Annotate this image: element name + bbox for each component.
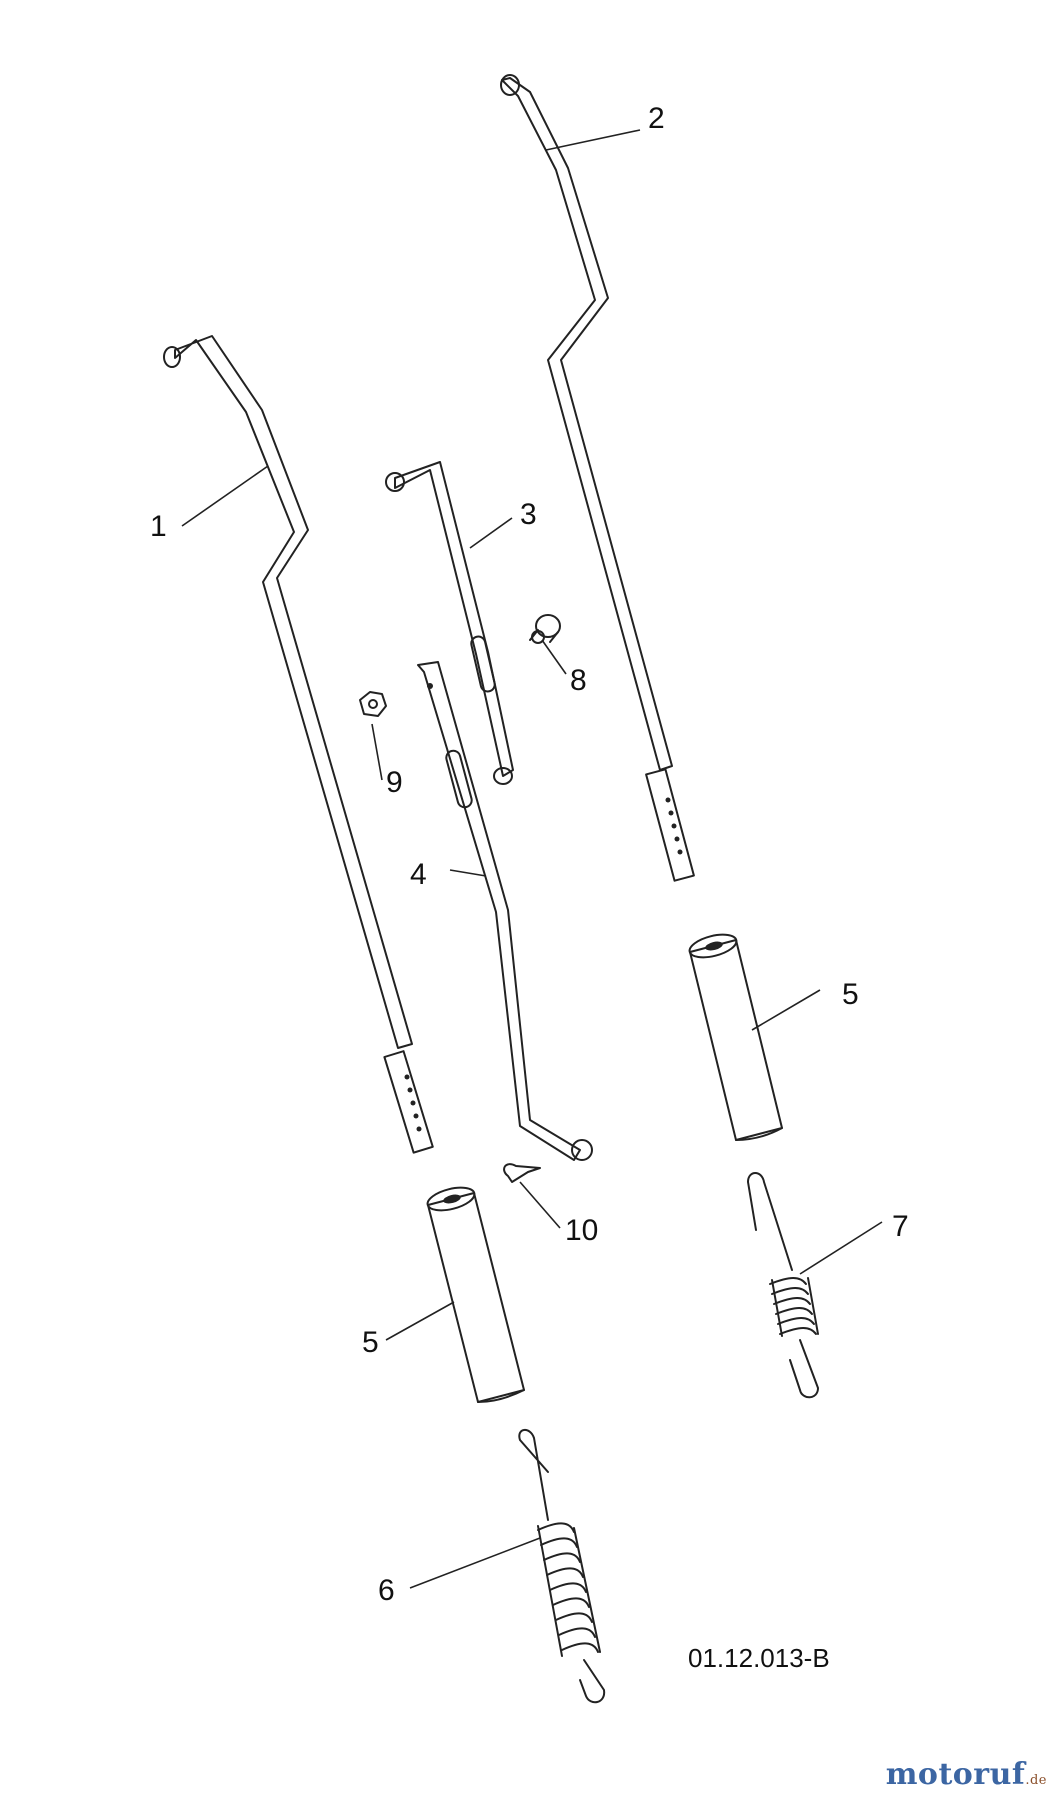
- callout-5-upper: 5: [842, 978, 859, 1011]
- callout-8: 8: [570, 664, 587, 697]
- callout-6: 6: [378, 1574, 395, 1607]
- callout-9: 9: [386, 766, 403, 799]
- callout-1: 1: [150, 510, 167, 543]
- callout-3: 3: [520, 498, 537, 531]
- part-3-bar: [385, 461, 514, 785]
- part-10-clip: [503, 1163, 541, 1183]
- callout-10: 10: [565, 1214, 598, 1247]
- callout-2: 2: [648, 102, 665, 135]
- part-2-rod: [500, 74, 695, 882]
- callout-5-lower: 5: [362, 1326, 379, 1359]
- callout-7: 7: [892, 1210, 909, 1243]
- part-5-grip-lower: [426, 1186, 525, 1403]
- part-6-spring: [518, 1429, 606, 1704]
- callout-4: 4: [410, 858, 427, 891]
- part-9-nut: [359, 691, 387, 717]
- drawing-number: 01.12.013-B: [688, 1643, 830, 1673]
- part-4-lever: [417, 661, 593, 1161]
- part-7-spring: [747, 1172, 819, 1399]
- brand-name: motoruf: [885, 1757, 1026, 1792]
- leader-lines: [181, 129, 883, 1589]
- part-5-grip-upper: [688, 933, 783, 1141]
- part-8-bolt: [529, 614, 561, 644]
- brand-logo[interactable]: motoruf.de: [886, 1757, 1047, 1792]
- brand-tld: .de: [1025, 1773, 1047, 1788]
- part-1-rod: [163, 335, 434, 1154]
